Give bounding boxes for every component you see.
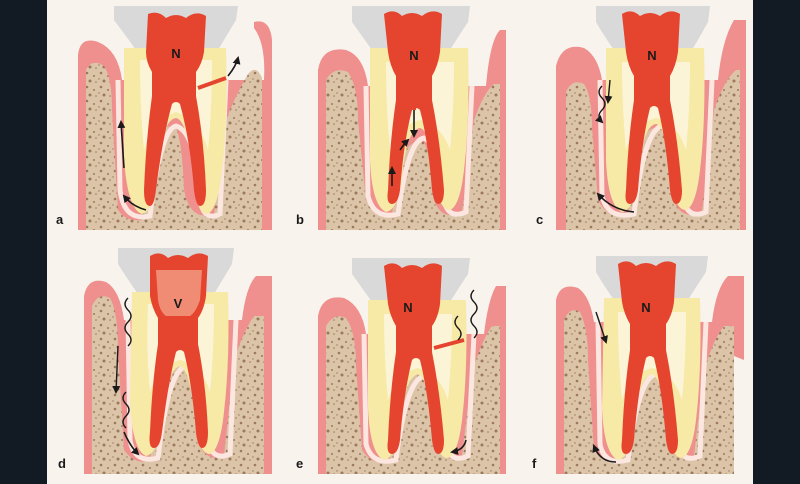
wavy-arrow-icon [454, 315, 462, 341]
arrow-icon [595, 311, 608, 344]
arrow-icon [112, 345, 121, 394]
pulp-label-v: V [174, 296, 183, 311]
arrow-icon [450, 439, 467, 455]
arrow-icon [123, 431, 140, 456]
pulp-chamber [384, 263, 444, 454]
arrow-icon [227, 56, 241, 77]
pulp-chamber-vital [156, 270, 202, 316]
panel-label-d: d [58, 456, 66, 471]
panel-label-c: c [536, 212, 543, 227]
panel-label-f: f [532, 456, 537, 471]
lateral-canal [197, 76, 227, 90]
pulp-label-n: N [171, 46, 180, 61]
lateral-canal [433, 338, 465, 350]
wavy-arrow-icon [594, 85, 606, 124]
pulp-label-n: N [647, 48, 656, 63]
panel-b: N b [296, 6, 506, 230]
arrow-icon [399, 138, 410, 151]
alveolar-bone [326, 316, 500, 474]
panel-label-e: e [296, 456, 303, 471]
panel-f: N f [532, 256, 744, 474]
alveolar-bone [564, 310, 734, 474]
panel-e: N e [296, 258, 506, 474]
panel-label-a: a [56, 212, 64, 227]
wavy-arrow-icon [470, 289, 478, 339]
arrow-icon [604, 79, 613, 104]
furcation-canal [412, 83, 418, 111]
panel-d: V d [58, 248, 272, 474]
wavy-arrow-icon [124, 297, 132, 347]
pulp-chamber [144, 12, 206, 206]
arrow-icon [592, 444, 617, 463]
arrow-icon [122, 194, 147, 211]
panel-a: N a [56, 6, 272, 231]
panel-c: N c [536, 6, 746, 230]
pulp-chamber [622, 11, 682, 204]
pulp-label-n: N [641, 300, 650, 315]
pulp-label-n: N [409, 48, 418, 63]
pulp-chamber [618, 261, 678, 454]
alveolar-bone [566, 70, 740, 230]
pulp-label-n: N [403, 300, 412, 315]
panel-label-b: b [296, 212, 304, 227]
wavy-arrow-icon [122, 391, 130, 429]
alveolar-bone [92, 296, 264, 474]
arrow-icon [596, 192, 635, 213]
arrow-icon [117, 120, 126, 169]
